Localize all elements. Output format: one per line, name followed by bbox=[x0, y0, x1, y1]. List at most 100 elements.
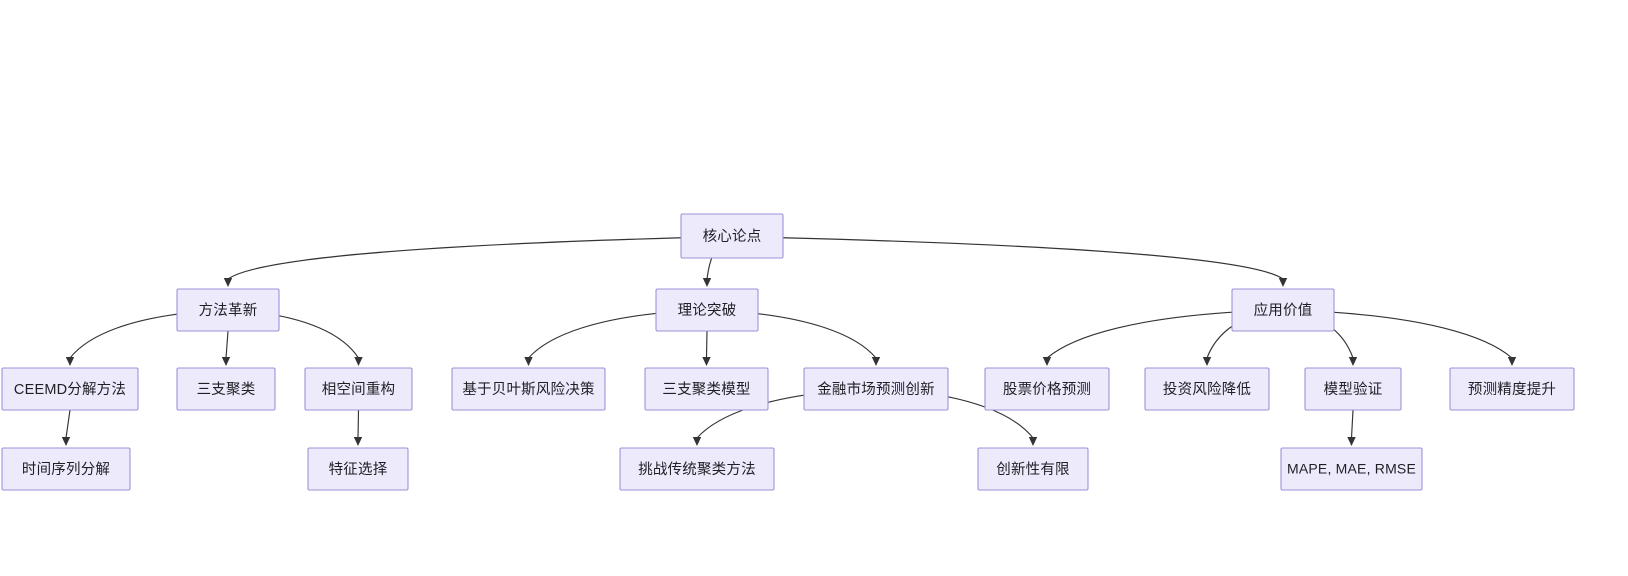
edge-arrowhead bbox=[353, 437, 363, 446]
node-label: 模型验证 bbox=[1324, 381, 1383, 398]
node-box[interactable] bbox=[1449, 367, 1575, 411]
edge-CEEMD分解方法-to-时间序列分解 bbox=[61, 409, 71, 446]
node-label: 三支聚类 bbox=[197, 381, 256, 398]
node-box[interactable] bbox=[451, 367, 606, 411]
node-预测精度提升[interactable]: 预测精度提升 bbox=[1449, 367, 1575, 411]
node-三支聚类[interactable]: 三支聚类 bbox=[176, 367, 276, 411]
node-金融市场预测创新[interactable]: 金融市场预测创新 bbox=[803, 367, 949, 411]
edge-arrowhead bbox=[702, 357, 711, 366]
edge-line bbox=[1046, 311, 1241, 359]
edge-arrowhead bbox=[1028, 437, 1038, 446]
edge-核心论点-to-方法革新 bbox=[223, 237, 682, 287]
node-box[interactable] bbox=[1231, 288, 1335, 332]
node-核心论点[interactable]: 核心论点 bbox=[680, 213, 784, 259]
node-label: 应用价值 bbox=[1254, 301, 1313, 319]
node-box[interactable] bbox=[176, 367, 276, 411]
node-label: 方法革新 bbox=[199, 302, 258, 319]
node-CEEMD分解方法[interactable]: CEEMD分解方法 bbox=[1, 367, 139, 411]
node-box[interactable] bbox=[176, 288, 280, 332]
edge-理论突破-to-三支聚类模型 bbox=[702, 330, 711, 366]
edge-line bbox=[737, 311, 877, 359]
node-创新性有限[interactable]: 创新性有限 bbox=[977, 447, 1089, 491]
node-box[interactable] bbox=[1, 447, 131, 491]
node-时间序列分解[interactable]: 时间序列分解 bbox=[1, 447, 131, 491]
edge-方法革新-to-三支聚类 bbox=[221, 330, 231, 366]
edge-line bbox=[528, 311, 675, 359]
edge-arrowhead bbox=[1347, 437, 1356, 446]
edge-arrowhead bbox=[692, 437, 702, 446]
node-label: 相空间重构 bbox=[322, 381, 396, 398]
node-box[interactable] bbox=[1304, 367, 1402, 411]
edge-line bbox=[705, 330, 708, 359]
edge-应用价值-to-股票价格预测 bbox=[1042, 311, 1241, 366]
node-应用价值[interactable]: 应用价值 bbox=[1231, 288, 1335, 332]
node-box[interactable] bbox=[304, 367, 413, 411]
node-label: 金融市场预测创新 bbox=[817, 381, 935, 398]
edge-arrowhead bbox=[354, 357, 363, 366]
node-方法革新[interactable]: 方法革新 bbox=[176, 288, 280, 332]
edge-layer bbox=[61, 237, 1517, 446]
edge-arrowhead bbox=[61, 437, 71, 446]
edge-arrowhead bbox=[65, 357, 75, 366]
node-label: 时间序列分解 bbox=[22, 461, 110, 478]
edge-arrowhead bbox=[524, 357, 533, 366]
node-box[interactable] bbox=[977, 447, 1089, 491]
edge-核心论点-to-应用价值 bbox=[782, 237, 1288, 287]
node-MAPE, MAE, RMSE[interactable]: MAPE, MAE, RMSE bbox=[1280, 447, 1423, 491]
node-label: MAPE, MAE, RMSE bbox=[1287, 461, 1416, 477]
node-label: 三支聚类模型 bbox=[662, 381, 750, 398]
edge-应用价值-to-预测精度提升 bbox=[1324, 311, 1517, 366]
node-模型验证[interactable]: 模型验证 bbox=[1304, 367, 1402, 411]
node-box[interactable] bbox=[803, 367, 949, 411]
node-label: 预测精度提升 bbox=[1468, 381, 1556, 398]
node-三支聚类模型[interactable]: 三支聚类模型 bbox=[644, 367, 769, 411]
edge-line bbox=[1324, 311, 1513, 359]
edge-arrowhead bbox=[1202, 357, 1212, 366]
node-box[interactable] bbox=[619, 447, 775, 491]
node-label: 理论突破 bbox=[678, 302, 737, 319]
edge-arrowhead bbox=[223, 278, 233, 287]
node-投资风险降低[interactable]: 投资风险降低 bbox=[1144, 367, 1270, 411]
node-box[interactable] bbox=[1144, 367, 1270, 411]
edge-理论突破-to-金融市场预测创新 bbox=[737, 311, 881, 366]
node-基于贝叶斯风险决策[interactable]: 基于贝叶斯风险决策 bbox=[451, 367, 606, 411]
node-label: 投资风险降低 bbox=[1163, 381, 1251, 398]
node-label: 核心论点 bbox=[703, 228, 762, 245]
node-box[interactable] bbox=[655, 288, 759, 332]
node-相空间重构[interactable]: 相空间重构 bbox=[304, 367, 413, 411]
edge-line bbox=[357, 409, 360, 439]
edge-line bbox=[225, 330, 229, 359]
node-box[interactable] bbox=[1, 367, 139, 411]
node-挑战传统聚类方法[interactable]: 挑战传统聚类方法 bbox=[619, 447, 775, 491]
node-box[interactable] bbox=[680, 213, 784, 259]
edge-模型验证-to-MAPE, MAE, RMSE bbox=[1347, 409, 1356, 446]
node-理论突破[interactable]: 理论突破 bbox=[655, 288, 759, 332]
edge-arrowhead bbox=[221, 357, 231, 366]
edge-line bbox=[65, 409, 71, 439]
node-label: 股票价格预测 bbox=[1003, 381, 1091, 398]
node-label: 特征选择 bbox=[329, 461, 388, 478]
node-label: 基于贝叶斯风险决策 bbox=[462, 381, 595, 398]
node-box[interactable] bbox=[1280, 447, 1423, 491]
edge-arrowhead bbox=[1278, 278, 1288, 287]
edge-arrowhead bbox=[1348, 357, 1358, 366]
node-label: 挑战传统聚类方法 bbox=[638, 461, 756, 478]
node-特征选择[interactable]: 特征选择 bbox=[307, 447, 409, 491]
node-label: 创新性有限 bbox=[996, 461, 1070, 478]
edge-arrowhead bbox=[1507, 357, 1517, 366]
node-box[interactable] bbox=[984, 367, 1110, 411]
edge-相空间重构-to-特征选择 bbox=[353, 409, 363, 446]
edge-arrowhead bbox=[871, 357, 881, 366]
edge-line bbox=[227, 237, 682, 280]
node-股票价格预测[interactable]: 股票价格预测 bbox=[984, 367, 1110, 411]
node-box[interactable] bbox=[307, 447, 409, 491]
node-label: CEEMD分解方法 bbox=[14, 381, 126, 398]
edge-arrowhead bbox=[1042, 357, 1052, 366]
edge-arrowhead bbox=[702, 278, 712, 287]
node-box[interactable] bbox=[644, 367, 769, 411]
edge-理论突破-to-基于贝叶斯风险决策 bbox=[524, 311, 675, 366]
edge-line bbox=[1350, 409, 1354, 439]
